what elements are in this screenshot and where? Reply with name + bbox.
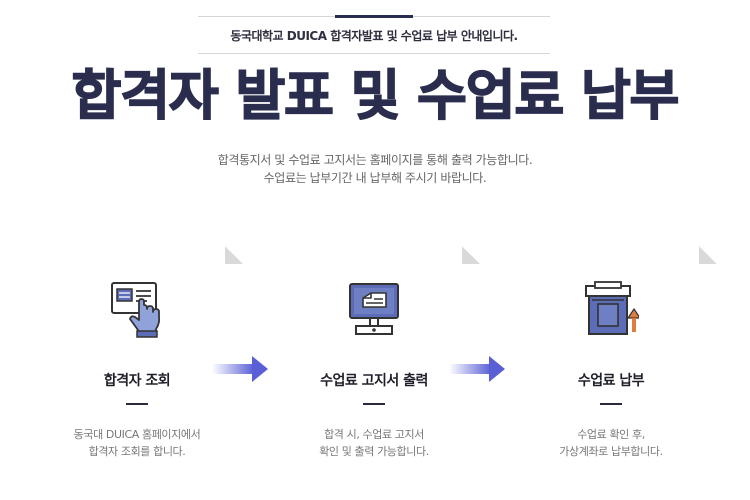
step-description-line-1: 합격 시, 수업료 고지서 xyxy=(324,428,424,441)
title-underline xyxy=(126,403,148,405)
step-description-line-1: 동국대 DUICA 홈페이지에서 xyxy=(73,428,201,441)
step-description-line-2: 가상계좌로 납부합니다. xyxy=(559,445,663,458)
step-description-line-1: 수업료 확인 후, xyxy=(577,428,645,441)
step-description-line-2: 합격자 조회를 합니다. xyxy=(88,445,186,458)
payment-machine-icon xyxy=(583,280,639,338)
page-title: 합격자 발표 및 수업료 납부 xyxy=(71,63,680,128)
card-tap-icon xyxy=(109,280,165,338)
page-description: 합격통지서 및 수업료 고지서는 홈페이지를 통해 출력 가능합니다. 수업료는… xyxy=(0,151,750,187)
step-description-line-2: 확인 및 출력 가능합니다. xyxy=(319,445,429,458)
arrow-right-icon xyxy=(212,356,268,382)
step-title: 수업료 고지서 출력 xyxy=(320,373,428,389)
notice-accent-bar xyxy=(335,15,413,18)
step-description: 동국대 DUICA 홈페이지에서 합격자 조회를 합니다. xyxy=(31,426,243,460)
title-underline xyxy=(363,403,385,405)
card-fold-corner xyxy=(462,246,480,264)
step-title: 수업료 납부 xyxy=(577,373,645,389)
title-underline xyxy=(600,403,622,405)
card-fold-corner xyxy=(225,246,243,264)
description-line-1: 합격통지서 및 수업료 고지서는 홈페이지를 통해 출력 가능합니다. xyxy=(217,153,533,167)
step-description: 합격 시, 수업료 고지서 확인 및 출력 가능합니다. xyxy=(268,426,480,460)
card-fold-corner xyxy=(699,246,717,264)
notice-text: 동국대학교 DUICA 합격자발표 및 수업료 납부 안내입니다. xyxy=(230,28,518,43)
notice-banner: 동국대학교 DUICA 합격자발표 및 수업료 납부 안내입니다. xyxy=(198,15,550,54)
monitor-print-icon xyxy=(346,280,402,338)
step-card-3: 수업료 납부 수업료 확인 후, 가상계좌로 납부합니다. xyxy=(505,246,717,490)
step-card-2: 수업료 고지서 출력 합격 시, 수업료 고지서 확인 및 출력 가능합니다. xyxy=(268,246,480,490)
step-description: 수업료 확인 후, 가상계좌로 납부합니다. xyxy=(505,426,717,460)
arrow-right-icon xyxy=(449,356,505,382)
step-title: 합격자 조회 xyxy=(103,373,171,389)
description-line-2: 수업료는 납부기간 내 납부해 주시기 바랍니다. xyxy=(263,171,487,185)
step-card-1: 합격자 조회 동국대 DUICA 홈페이지에서 합격자 조회를 합니다. xyxy=(31,246,243,490)
